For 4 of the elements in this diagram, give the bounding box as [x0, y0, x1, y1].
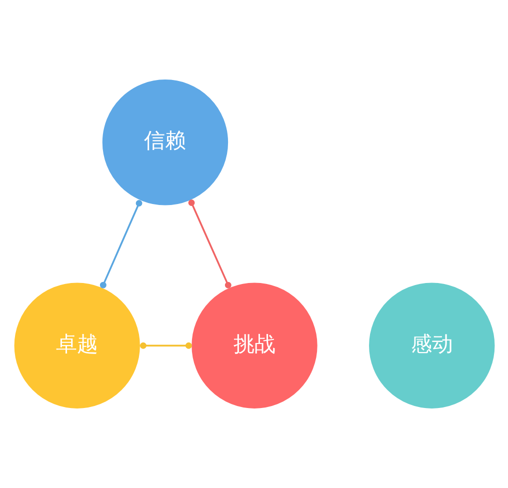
connector	[99, 200, 142, 288]
connector	[188, 200, 231, 288]
node-circle: 感动	[367, 282, 496, 410]
connector	[140, 342, 192, 349]
